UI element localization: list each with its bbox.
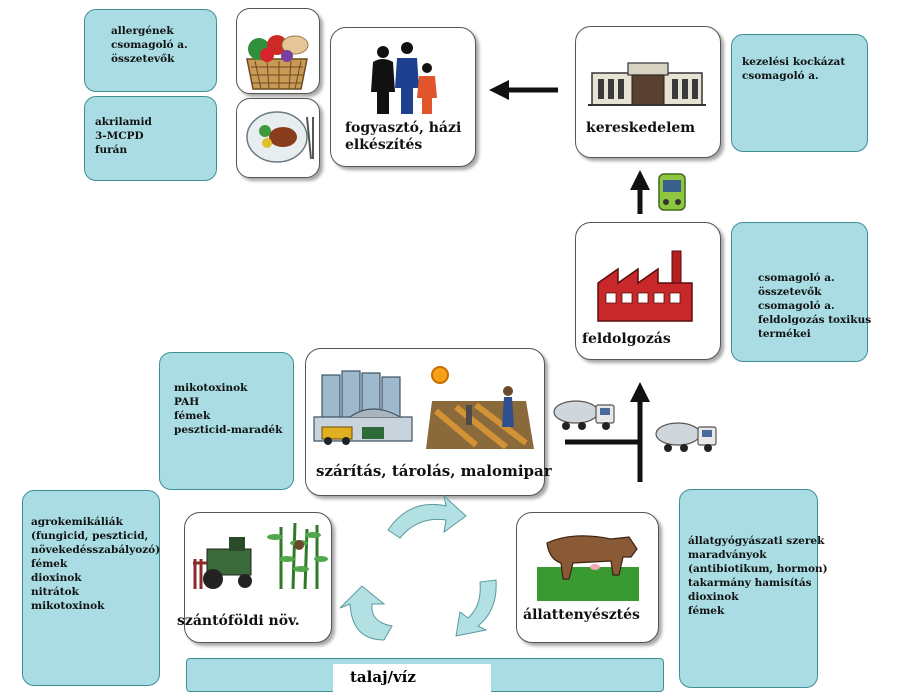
- info-crop-risk: agrokemikáliák (fungicid, peszticid, növ…: [22, 490, 160, 686]
- retail-label: kereskedelem: [586, 120, 696, 136]
- tractor-icon: [193, 522, 328, 590]
- info-allergens: allergének csomagoló a. összetevők: [84, 9, 217, 92]
- info-retail-risk: kezelési kockázat csomagoló a.: [731, 34, 868, 152]
- node-drying: szárítás, tárolás, malomipar: [305, 348, 552, 496]
- cow-icon: [537, 535, 639, 601]
- basket-icon: [246, 35, 309, 90]
- truck-icon: [655, 422, 717, 452]
- train-icon: [658, 173, 686, 211]
- soil-water-label: talaj/víz: [350, 668, 416, 686]
- livestock-label: állattenyésztés: [523, 607, 640, 623]
- basket-box: [236, 8, 320, 94]
- info-crop-risk-text: agrokemikáliák (fungicid, peszticid, növ…: [31, 516, 161, 612]
- soil-water-label-box: [333, 664, 491, 692]
- truck-icon: [553, 400, 615, 430]
- info-drying-risk-text: mikotoxinok PAH fémek peszticid-maradék: [174, 382, 283, 436]
- info-drying-risk: mikotoxinok PAH fémek peszticid-maradék: [159, 352, 294, 490]
- info-livestock-risk-text: állatgyógyászati szerek maradványok (ant…: [688, 535, 828, 617]
- silo-icon: [313, 370, 413, 445]
- processing-label: feldolgozás: [582, 331, 671, 347]
- family-icon: [371, 42, 437, 114]
- info-allergens-text: allergének csomagoló a. összetevők: [111, 25, 188, 65]
- info-acrylamide: akrilamid 3-MCPD furán: [84, 96, 217, 181]
- info-retail-risk-text: kezelési kockázat csomagoló a.: [742, 56, 846, 82]
- consumer-label: fogyasztó, házi elkészítés: [345, 120, 462, 153]
- plate-box: [236, 98, 320, 178]
- node-retail: kereskedelem: [575, 26, 721, 158]
- node-crop: szántóföldi növ.: [177, 512, 332, 643]
- info-livestock-risk: állatgyógyászati szerek maradványok (ant…: [679, 489, 828, 688]
- info-processing-risk-text: csomagoló a. összetevők csomagoló a. fel…: [758, 272, 872, 340]
- info-acrylamide-text: akrilamid 3-MCPD furán: [95, 116, 152, 156]
- factory-icon: [597, 250, 693, 322]
- food-plate-icon: [246, 111, 314, 163]
- crop-label: szántóföldi növ.: [177, 613, 300, 629]
- drying-label: szárítás, tárolás, malomipar: [316, 462, 552, 480]
- harvest-icon: [426, 366, 534, 450]
- node-consumer: fogyasztó, házi elkészítés: [330, 27, 476, 167]
- node-livestock: állattenyésztés: [516, 512, 659, 643]
- store-icon: [588, 62, 706, 106]
- node-processing: feldolgozás: [575, 222, 721, 360]
- info-processing-risk: csomagoló a. összetevők csomagoló a. fel…: [731, 222, 872, 362]
